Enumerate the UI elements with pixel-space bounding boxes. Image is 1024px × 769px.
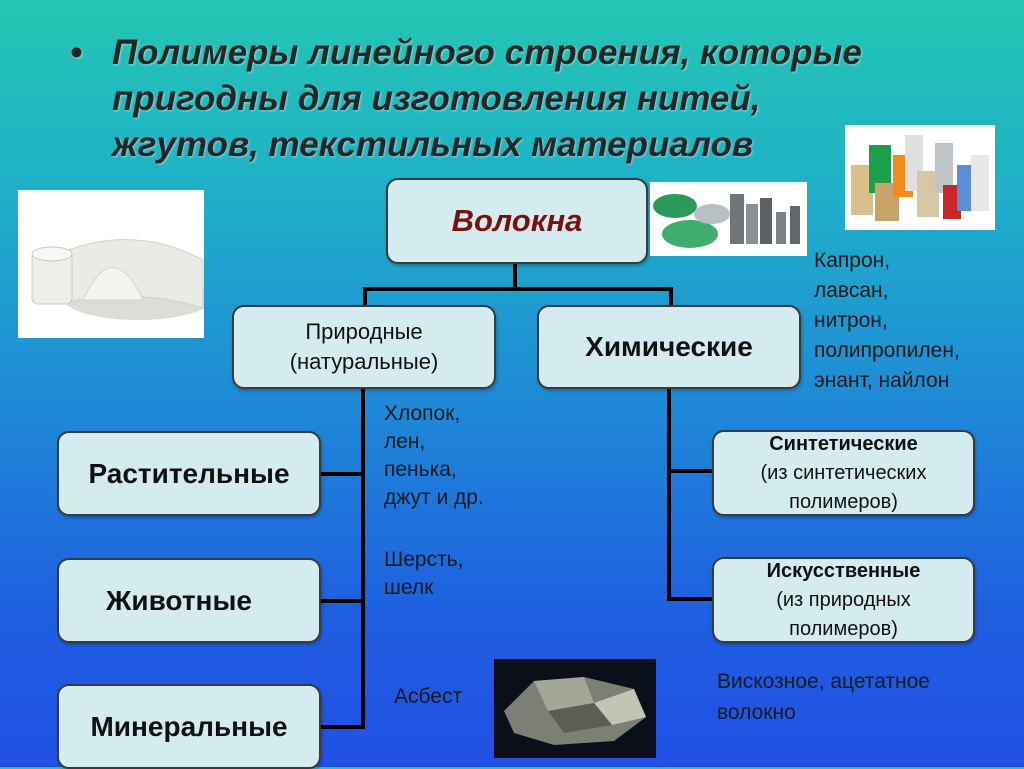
- artificial-example-2: волокно: [717, 701, 796, 724]
- plant-examples: Хлопок, лен, пенька, джут и др.: [384, 400, 484, 512]
- connector-to-natural: [363, 287, 367, 307]
- title-bullet: •: [70, 33, 83, 72]
- fabric-photo: [18, 190, 204, 338]
- mineral-fibers-node: Минеральные: [57, 684, 321, 769]
- connector-horizontal-top: [363, 287, 673, 291]
- plant-example-4: джут и др.: [384, 486, 484, 509]
- mineral-example-1: Асбест: [394, 685, 463, 708]
- asbestos-rock-photo: [494, 659, 656, 758]
- natural-fibers-node: Природные (натуральные): [232, 305, 496, 389]
- synthetic-fibers-node: Синтетические (из синтетических полимеро…: [712, 430, 975, 516]
- animal-fibers-node: Животные: [57, 558, 321, 643]
- plant-example-2: лен,: [384, 430, 426, 453]
- plant-example-3: пенька,: [384, 458, 457, 481]
- mineral-examples: Асбест: [394, 683, 462, 711]
- connector-artificial: [667, 597, 714, 601]
- synthetic-example-4: полипропилен,: [814, 339, 960, 362]
- title-line-2: пригодны для изготовления нитей,: [112, 79, 761, 118]
- synthetic-node-line-3: полимеров): [789, 490, 898, 513]
- artificial-node-line-3: полимеров): [789, 617, 898, 640]
- natural-node-line-1: Природные: [305, 319, 423, 344]
- plant-example-1: Хлопок,: [384, 402, 461, 425]
- mineral-node-label: Минеральные: [90, 710, 288, 742]
- artificial-node-line-2: (из природных: [776, 588, 911, 611]
- animal-examples: Шерсть, шелк: [384, 546, 464, 602]
- plant-node-label: Растительные: [88, 457, 290, 489]
- granules-and-spinnerets-photo: [650, 182, 807, 256]
- connector-to-chemical: [669, 287, 673, 307]
- natural-node-line-2: (натуральные): [289, 349, 439, 374]
- artificial-example-1: Вискозное, ацетатное: [717, 670, 930, 693]
- synthetic-examples: Капрон, лавсан, нитрон, полипропилен, эн…: [814, 246, 960, 396]
- connector-natural-trunk: [361, 389, 365, 729]
- connector-root-down: [513, 263, 517, 290]
- synthetic-example-3: нитрон,: [814, 309, 888, 332]
- root-node-fibers: Волокна: [386, 178, 648, 264]
- animal-example-1: Шерсть,: [384, 548, 464, 571]
- synthetic-example-2: лавсан,: [814, 279, 889, 302]
- plant-fibers-node: Растительные: [57, 431, 321, 516]
- yarn-spools-photo: [845, 125, 995, 230]
- connector-chemical-trunk: [667, 389, 671, 601]
- chemical-node-label: Химические: [585, 331, 753, 362]
- connector-synthetic: [667, 469, 714, 473]
- connector-mineral: [320, 725, 365, 729]
- synthetic-example-5: энант, найлон: [814, 369, 950, 392]
- slide-title: • Полимеры линейного строения, которые п…: [70, 30, 980, 168]
- artificial-fibers-node: Искусственные (из природных полимеров): [712, 557, 975, 643]
- synthetic-node-line-2: (из синтетических: [760, 461, 927, 484]
- chemical-fibers-node: Химические: [537, 305, 801, 389]
- animal-example-2: шелк: [384, 576, 434, 599]
- title-line-3: жгутов, текстильных материалов: [112, 125, 754, 164]
- connector-animal: [320, 599, 365, 603]
- root-node-label: Волокна: [451, 203, 583, 238]
- connector-plant: [320, 472, 365, 476]
- synthetic-example-1: Капрон,: [814, 249, 891, 272]
- synthetic-node-line-1: Синтетические: [769, 432, 918, 455]
- animal-node-label: Животные: [106, 584, 252, 616]
- title-line-1: Полимеры линейного строения, которые: [112, 33, 862, 72]
- artificial-examples: Вискозное, ацетатное волокно: [717, 666, 930, 728]
- artificial-node-line-1: Искусственные: [766, 559, 921, 582]
